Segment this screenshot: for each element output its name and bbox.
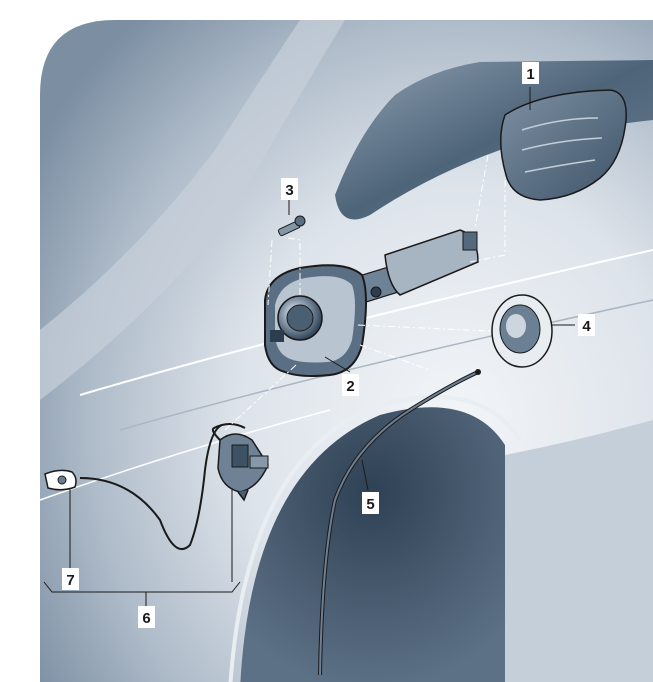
callout-2: 2 [342,374,359,396]
fuel-filler-flap [500,89,627,201]
pull-handle [44,469,77,491]
callout-3: 3 [281,178,298,200]
assembly-lines [224,154,506,431]
screw [277,215,306,237]
callout-6: 6 [138,606,155,628]
actuator-assembly [79,423,269,551]
callout-5: 5 [362,492,379,514]
leader-lines [43,87,575,606]
callout-1: 1 [522,62,539,84]
svg-text:6: 6 [142,610,150,627]
svg-text:4: 4 [582,318,591,335]
release-cable [318,369,481,676]
callout-4: 4 [578,314,595,336]
svg-text:5: 5 [366,496,374,513]
wheel-arch [240,407,505,682]
callout-7: 7 [62,568,79,590]
fuel-filler-housing [264,264,367,377]
svg-text:2: 2 [346,378,354,395]
fuel-cap [491,294,553,368]
svg-text:1: 1 [526,66,534,83]
svg-text:7: 7 [66,572,74,589]
svg-text:3: 3 [285,182,293,199]
